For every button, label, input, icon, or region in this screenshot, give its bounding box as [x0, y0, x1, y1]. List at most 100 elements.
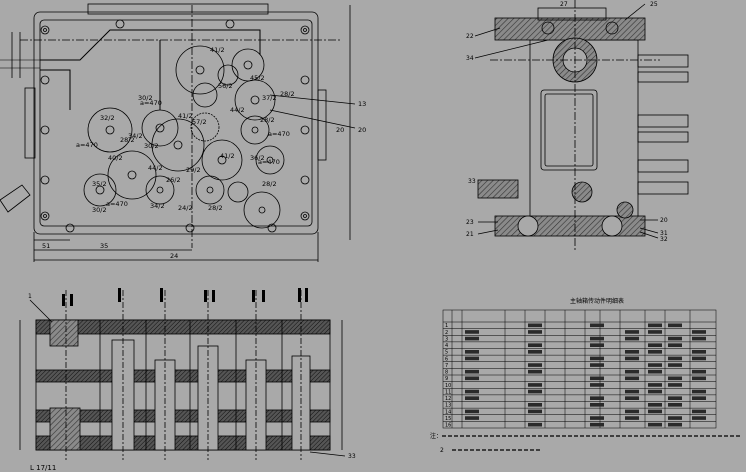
gear-label: 28/2	[260, 116, 275, 124]
gear	[234, 79, 276, 121]
gear-label: 28/2	[262, 180, 277, 188]
table-row-number: 11	[445, 389, 451, 395]
callout-number: 23	[466, 219, 474, 226]
section-marker	[262, 290, 265, 302]
notes-label: 注：	[430, 432, 442, 440]
table-cell-ink	[668, 343, 682, 347]
front-view	[0, 3, 356, 262]
table-cell-ink	[590, 422, 604, 427]
section-marker	[118, 288, 121, 302]
side-view-top-cover	[494, 17, 646, 41]
table-cell-ink	[528, 369, 542, 374]
parts-table-frame	[442, 309, 717, 429]
table-cell-ink	[465, 330, 479, 334]
callout-number: 20	[660, 217, 668, 224]
gear	[255, 145, 285, 175]
gear	[195, 175, 225, 205]
distance-label: a=470	[106, 200, 128, 208]
leader-line	[477, 229, 499, 235]
table-cell-ink	[648, 343, 662, 347]
gear-label: 57/2	[192, 118, 207, 126]
table-cell-ink	[625, 369, 639, 374]
callout-number: 31	[660, 230, 668, 237]
footer-label: L 17/11	[30, 464, 56, 472]
note-2-label: 2	[440, 447, 444, 454]
dimension-value: 51	[42, 242, 50, 250]
table-row-number: 13	[445, 403, 451, 409]
dimension-value: 35	[100, 242, 108, 250]
bottom-bore	[517, 215, 539, 237]
table-row-number: 6	[445, 356, 448, 362]
table-row-number: 9	[445, 376, 448, 382]
table-row-number: 5	[445, 350, 448, 356]
front-view-housing-outline	[33, 11, 319, 235]
inspection-window-inner	[544, 93, 594, 167]
bottom-shaft	[494, 215, 646, 237]
gear	[175, 45, 225, 95]
table-row-number: 12	[445, 396, 451, 402]
section-gear-block	[49, 407, 81, 451]
gear	[240, 115, 270, 145]
table-cell-ink	[668, 403, 682, 407]
table-cell-ink	[668, 356, 682, 361]
table-cell-ink	[692, 416, 706, 420]
gear-label: 41/2	[210, 46, 225, 54]
leader-line	[474, 27, 501, 37]
table-cell-ink	[625, 409, 639, 414]
distance-label: a=470	[140, 99, 162, 107]
gear-label: 34/2	[150, 202, 165, 210]
shaft	[637, 71, 689, 83]
callout-number: 32	[660, 236, 668, 243]
table-cell-ink	[528, 383, 542, 387]
section-marker	[70, 294, 73, 306]
gear	[151, 118, 205, 172]
table-cell-ink	[465, 376, 479, 381]
front-view-housing-inner	[39, 19, 313, 227]
table-cell-ink	[692, 389, 706, 394]
gear-label: 45/2	[250, 74, 265, 82]
table-cell-ink	[648, 350, 662, 354]
top-flange	[87, 3, 269, 15]
gear	[83, 173, 117, 207]
table-cell-ink	[668, 396, 682, 400]
shaft	[637, 131, 689, 143]
table-cell-ink	[625, 350, 639, 354]
gear	[87, 107, 133, 153]
section-marker	[252, 290, 255, 302]
gear-label: 41/2	[220, 152, 235, 160]
shaft	[637, 54, 689, 68]
callout-number: 27	[560, 1, 568, 8]
bottom-bore	[601, 215, 623, 237]
table-cell-ink	[465, 396, 479, 400]
oil-fitting-port	[571, 181, 593, 203]
leader-line	[269, 94, 356, 105]
table-cell-ink	[648, 323, 662, 328]
callout-number: 33	[468, 178, 476, 185]
right-handle	[317, 89, 327, 161]
table-row-number: 15	[445, 416, 451, 422]
leader-line	[624, 3, 646, 21]
section-marker	[160, 288, 163, 302]
callout-number: 21	[466, 231, 474, 238]
callout-number: 13	[358, 100, 366, 108]
table-cell-ink	[528, 330, 542, 334]
table-cell-ink	[625, 396, 639, 400]
table-cell-ink	[668, 383, 682, 387]
table-cell-ink	[625, 356, 639, 361]
callout-number: 22	[466, 33, 474, 40]
gear	[243, 191, 281, 229]
table-cell-ink	[648, 363, 662, 367]
table-cell-ink	[625, 389, 639, 394]
leader-line	[29, 299, 53, 323]
leader-line	[639, 231, 659, 239]
table-cell-ink	[590, 343, 604, 347]
table-cell-ink	[648, 409, 662, 414]
table-cell-ink	[528, 350, 542, 354]
table-cell-ink	[590, 416, 604, 420]
gear-label: 24/2	[178, 204, 193, 212]
table-cell-ink	[465, 336, 479, 341]
table-cell-ink	[528, 389, 542, 394]
leader-line	[639, 227, 659, 234]
table-row-number: 4	[445, 343, 448, 349]
